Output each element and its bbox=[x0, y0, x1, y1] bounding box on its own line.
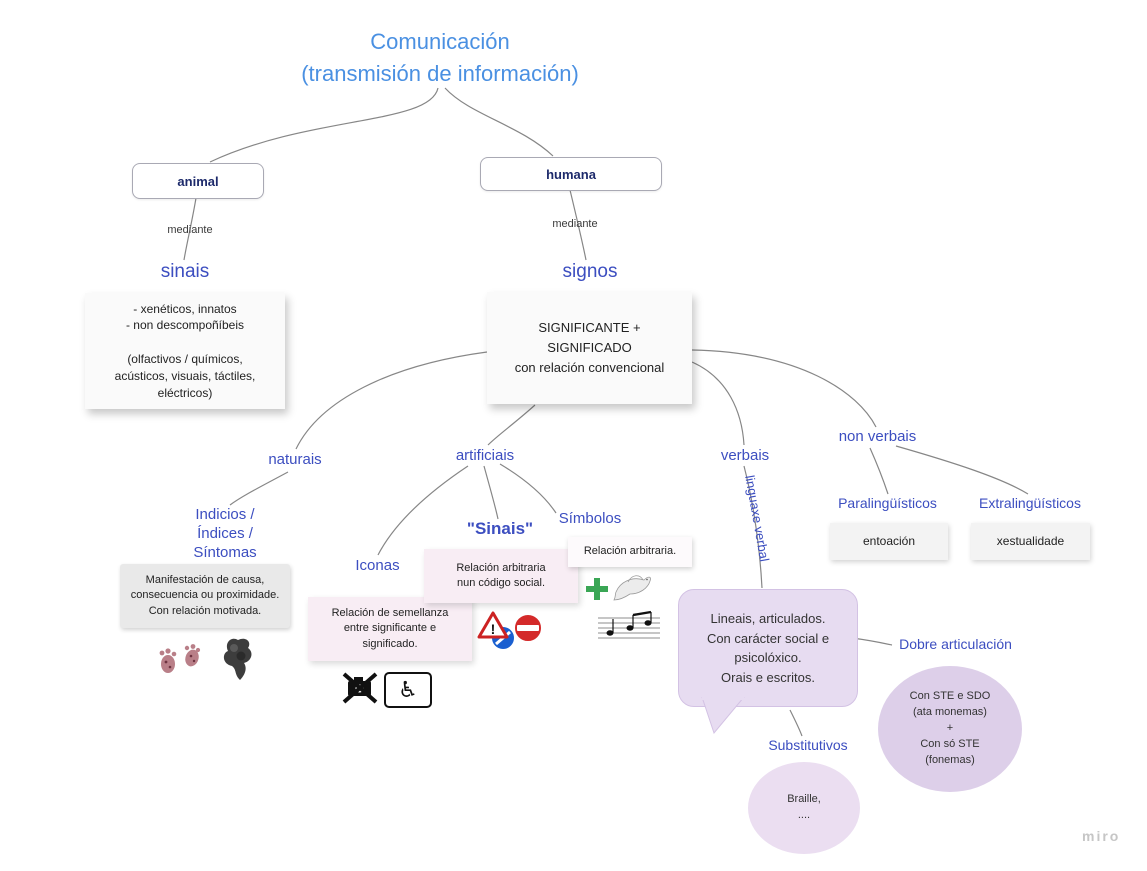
verbais-bubble[interactable]: Lineais, articulados. Con carácter socia… bbox=[678, 589, 858, 735]
xestualidade-note[interactable]: xestualidade bbox=[971, 523, 1090, 560]
edge-label-mediante-humana[interactable]: mediante bbox=[552, 218, 598, 230]
node-animal[interactable]: animal bbox=[132, 163, 264, 199]
dobre-circle[interactable]: Con STE e SDO (ata monemas) + Con só STE… bbox=[878, 666, 1022, 792]
node-sinais[interactable]: sinais bbox=[160, 261, 210, 282]
entoacion-note[interactable]: entoación bbox=[830, 523, 948, 560]
sinais-note[interactable]: - xenéticos, innatos - non descompoñíbei… bbox=[85, 293, 285, 409]
node-dobre-articulacion[interactable]: Dobre articulación bbox=[899, 636, 1012, 652]
node-simbolos[interactable]: Símbolos bbox=[558, 510, 622, 527]
naturais-note[interactable]: Manifestación de causa, consecuencia ou … bbox=[120, 564, 290, 628]
verbais-bubble-body: Lineais, articulados. Con carácter socia… bbox=[678, 589, 858, 707]
node-extralinguisticos[interactable]: Extralingüísticos bbox=[979, 495, 1081, 511]
node-signos[interactable]: signos bbox=[562, 261, 618, 282]
node-paralinguisticos[interactable]: Paralingüísticos bbox=[838, 495, 937, 511]
node-indicios[interactable]: Indicios / Índices / Síntomas bbox=[193, 506, 257, 561]
sinais-artificiais-note[interactable]: Relación arbitraria nun código social. bbox=[424, 549, 578, 603]
node-artificiais[interactable]: artificiais bbox=[455, 447, 515, 464]
simbolos-note[interactable]: Relación arbitraria. bbox=[568, 537, 692, 567]
edge-label-mediante-animal[interactable]: mediante bbox=[167, 224, 213, 236]
diagram-title[interactable]: Comunicación (transmisión de información… bbox=[301, 29, 579, 86]
linguaxe-verbal-label[interactable]: linguaxe verbal bbox=[742, 474, 773, 563]
node-animal-label: animal bbox=[177, 173, 219, 189]
dove-icon[interactable] bbox=[610, 572, 654, 604]
svg-text:!: ! bbox=[491, 621, 496, 637]
iconas-note[interactable]: Relación de semellanza entre significant… bbox=[308, 597, 472, 661]
miro-logo: miro bbox=[1082, 828, 1121, 844]
traffic-signs-icon[interactable]: ! bbox=[476, 610, 550, 652]
node-substitutivos[interactable]: Substitutivos bbox=[768, 737, 848, 753]
node-naturais[interactable]: naturais bbox=[268, 451, 322, 468]
node-iconas[interactable]: Iconas bbox=[355, 557, 400, 574]
node-non-verbais[interactable]: non verbais bbox=[838, 428, 917, 445]
signos-note[interactable]: SIGNIFICANTE + SIGNIFICADO con relación … bbox=[487, 292, 692, 404]
footprints-icon[interactable] bbox=[158, 642, 206, 678]
node-verbais[interactable]: verbais bbox=[720, 447, 770, 464]
node-humana-label: humana bbox=[546, 166, 596, 182]
wheelchair-icon[interactable]: ♿ bbox=[384, 672, 432, 708]
smoke-icon[interactable] bbox=[210, 634, 254, 682]
green-cross-icon[interactable] bbox=[586, 578, 608, 600]
braille-circle[interactable]: Braille, .... bbox=[748, 762, 860, 854]
prohibited-sign-icon[interactable] bbox=[342, 672, 378, 704]
node-sinais-quoted[interactable]: "Sinais" bbox=[466, 519, 534, 538]
node-humana[interactable]: humana bbox=[480, 157, 662, 191]
music-staff-icon[interactable] bbox=[596, 610, 662, 646]
